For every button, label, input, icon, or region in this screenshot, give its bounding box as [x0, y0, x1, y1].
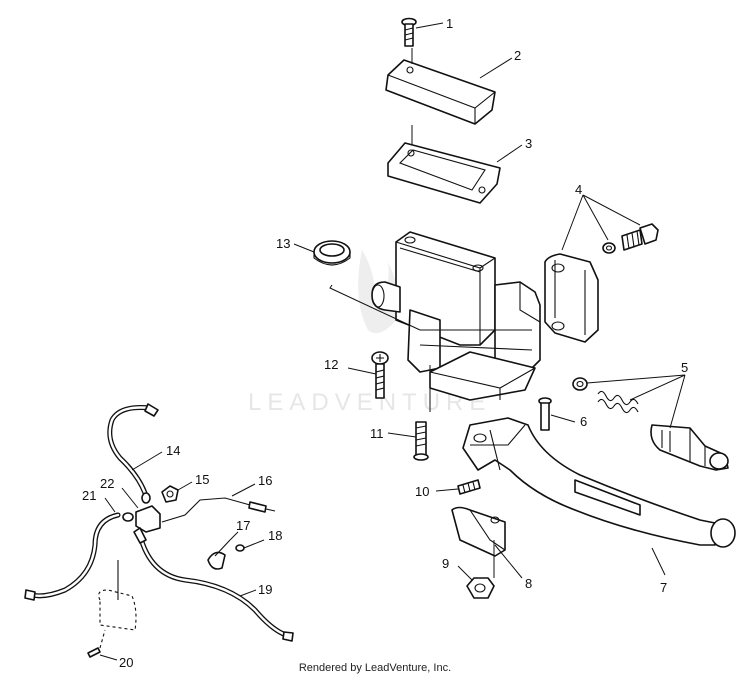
part-8-block — [451, 506, 523, 579]
callout-4: 4 — [575, 182, 582, 197]
callout-5: 5 — [681, 360, 688, 375]
part-9-nut — [457, 540, 495, 599]
callout-21: 21 — [82, 488, 96, 503]
callout-7: 7 — [660, 580, 667, 595]
part-1-screw — [401, 17, 444, 47]
callout-16: 16 — [258, 473, 272, 488]
callout-20: 20 — [119, 655, 133, 670]
footer-credit: Rendered by LeadVenture, Inc. — [298, 662, 452, 674]
part-3-gasket — [387, 125, 523, 204]
callout-22: 22 — [100, 476, 114, 491]
callout-13: 13 — [276, 236, 290, 251]
part-7-lever — [462, 417, 736, 576]
part-2-cover — [385, 48, 513, 125]
callout-18: 18 — [268, 528, 282, 543]
callout-19: 19 — [258, 582, 272, 597]
callout-3: 3 — [525, 136, 532, 151]
part-4-clamp — [544, 194, 659, 343]
master-cylinder-body — [329, 231, 541, 412]
callout-12: 12 — [324, 357, 338, 372]
part-5-piston-assembly — [572, 374, 729, 471]
callout-15: 15 — [195, 472, 209, 487]
hose-assembly — [24, 403, 294, 661]
callout-10: 10 — [415, 484, 429, 499]
callout-9: 9 — [442, 556, 449, 571]
callout-14: 14 — [166, 443, 180, 458]
callout-8: 8 — [525, 576, 532, 591]
callout-17: 17 — [236, 518, 250, 533]
part-6-pin — [538, 397, 576, 431]
callout-11: 11 — [370, 426, 384, 441]
part-10-screw — [435, 479, 481, 495]
callout-1: 1 — [446, 16, 453, 31]
callout-6: 6 — [580, 414, 587, 429]
part-11-bolt — [387, 421, 429, 461]
callout-2: 2 — [514, 48, 521, 63]
part-12-bolt — [347, 351, 389, 399]
part-13-cap — [293, 240, 351, 266]
